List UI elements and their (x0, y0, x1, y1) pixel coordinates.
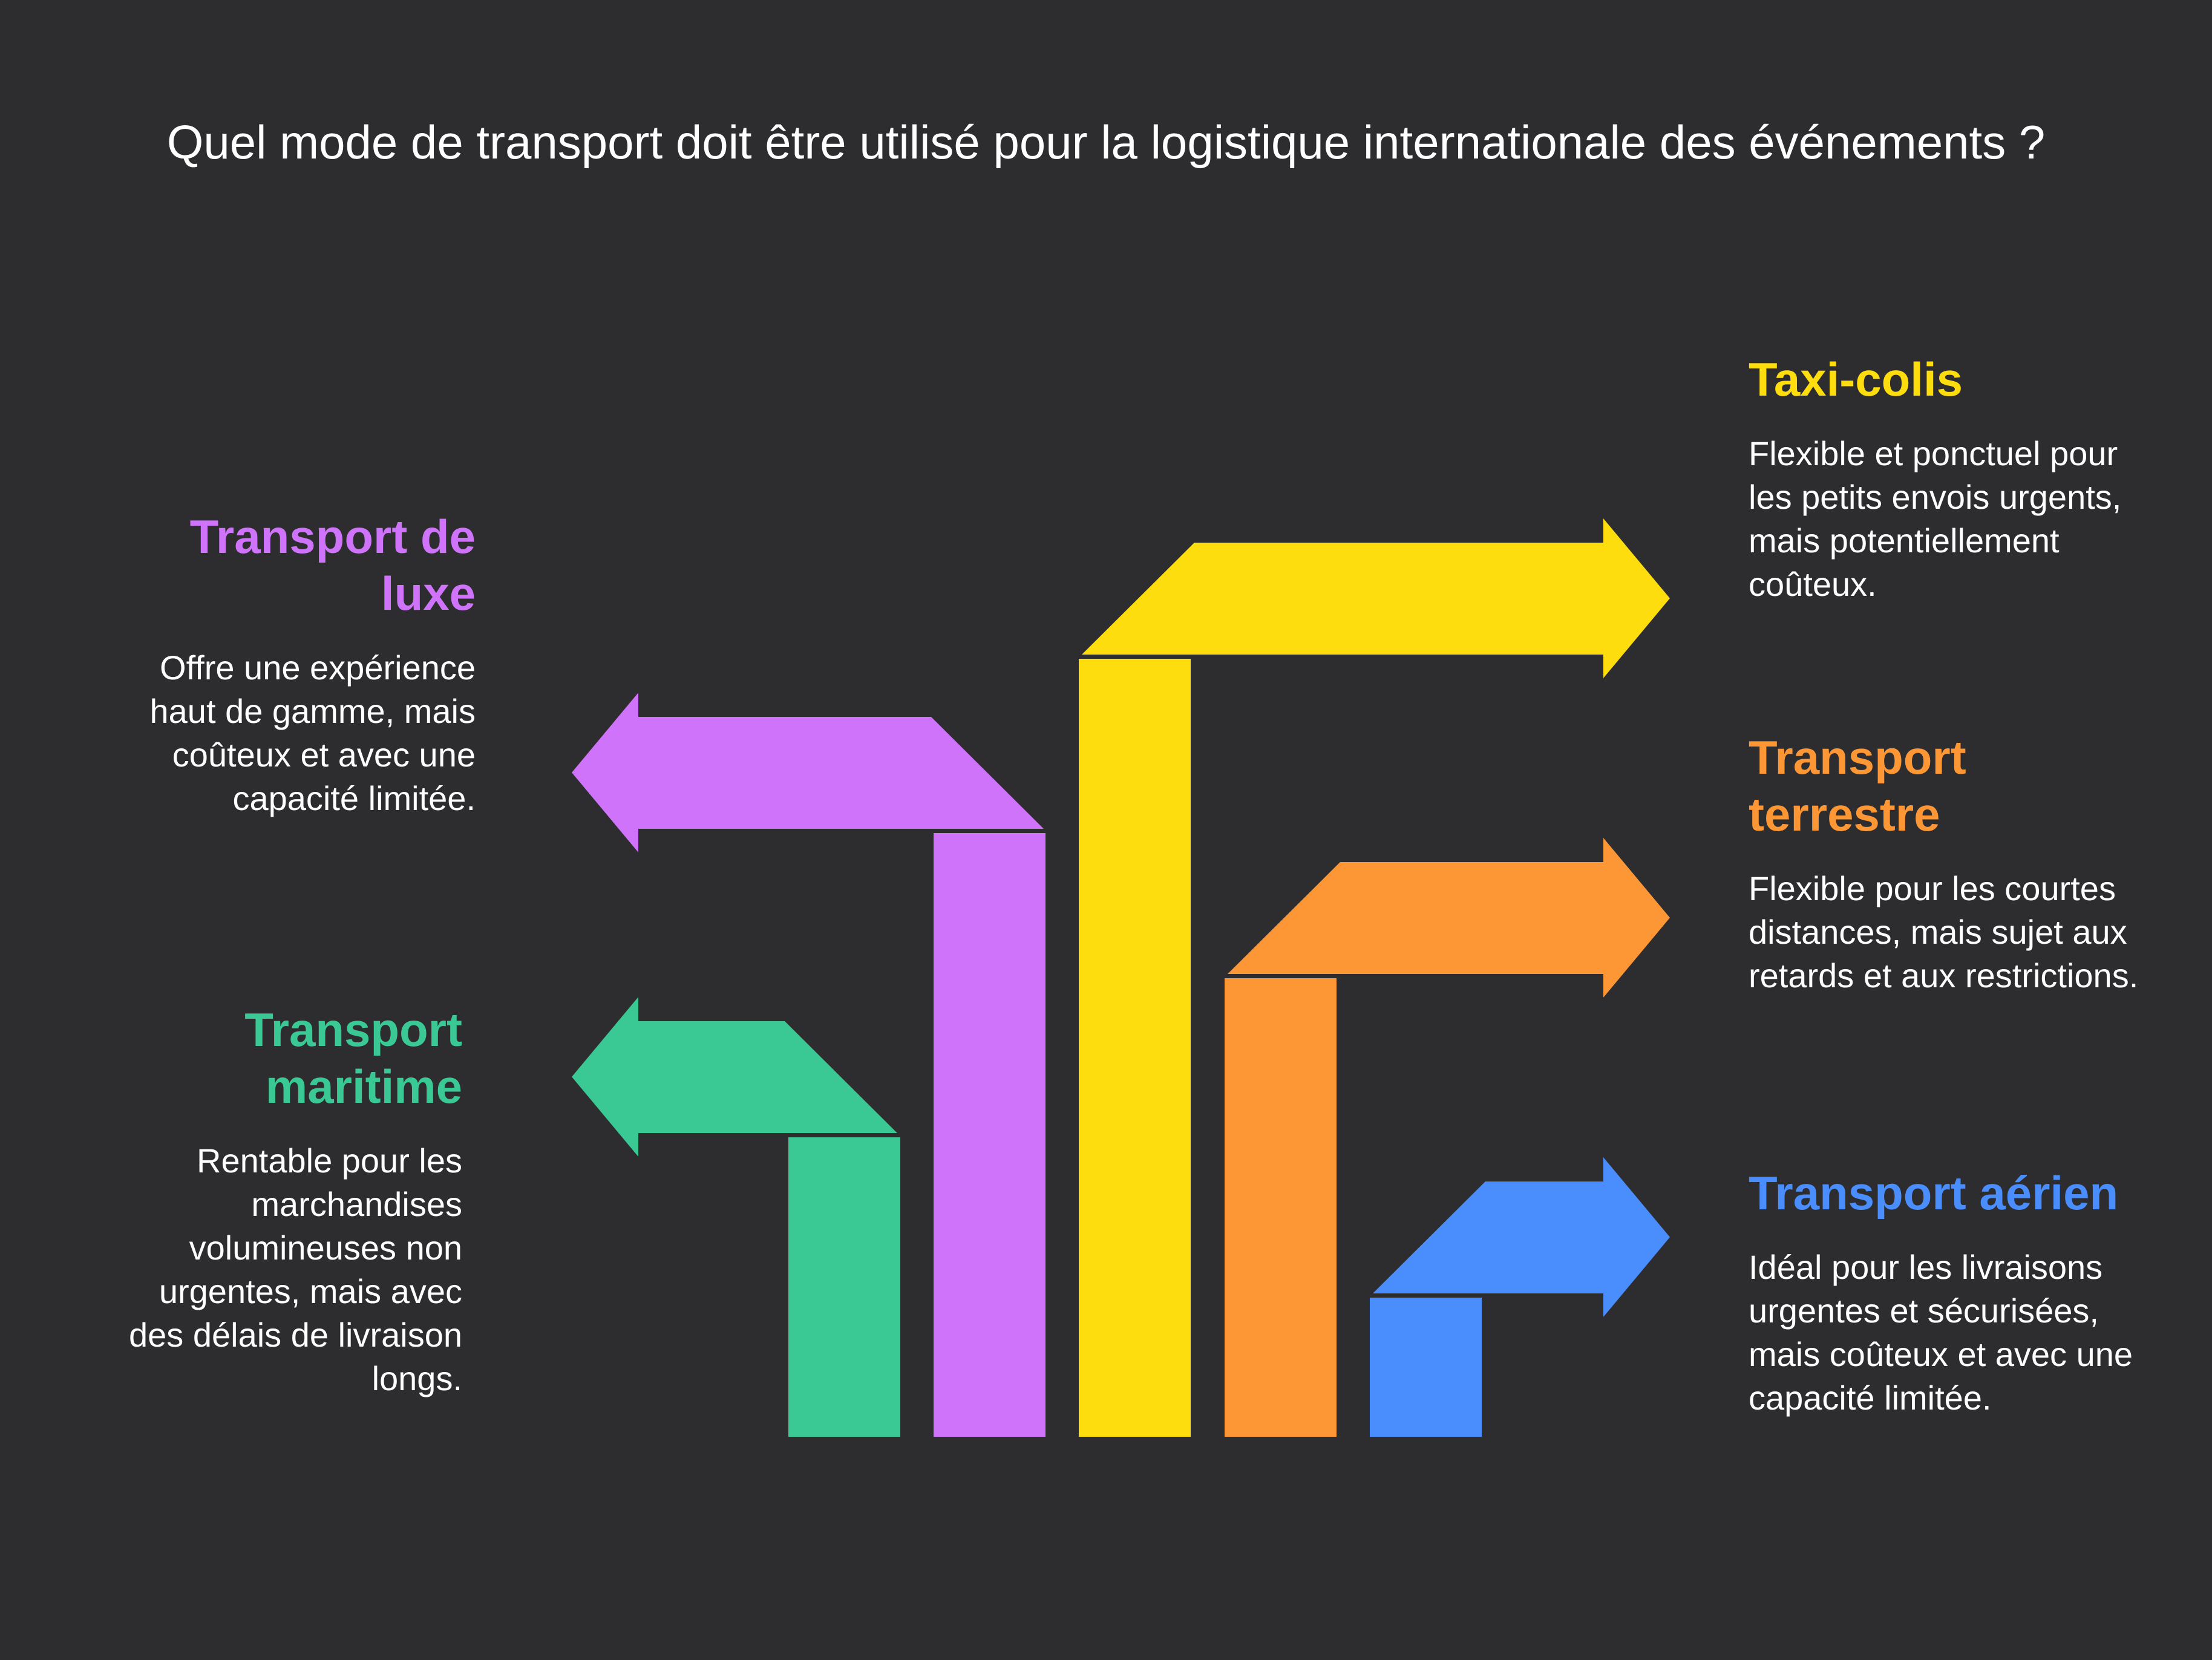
option-terrestre: Transport terrestre Flexible pour les co… (1749, 729, 2160, 998)
option-title-maritime: Transport maritime (244, 1003, 462, 1113)
arrow-head-maritime (572, 997, 897, 1157)
column-luxe (934, 833, 1045, 1437)
option-taxi: Taxi-colis Flexible et ponctuel pour les… (1749, 351, 2160, 606)
option-description-taxi: Flexible et ponctuel pour les petits env… (1749, 434, 2122, 603)
option-description-luxe: Offre une expérience haut de gamme, mais… (149, 649, 476, 817)
column-terrestre (1225, 978, 1337, 1437)
diagram-title: Quel mode de transport doit être utilisé… (166, 116, 2046, 169)
column-maritime (788, 1137, 900, 1437)
option-luxe: Transport de luxe Offre une expérience h… (121, 508, 476, 820)
arrow-aerien (1370, 1157, 1670, 1437)
arrow-head-terrestre (1228, 838, 1670, 998)
arrow-head-aerien (1373, 1157, 1670, 1317)
option-description-aerien: Idéal pour les livraisons urgentes et sé… (1749, 1248, 2133, 1417)
option-description-terrestre: Flexible pour les courtes distances, mai… (1749, 869, 2139, 995)
option-maritime: Transport maritime Rentable pour les mar… (121, 1001, 462, 1400)
arrow-luxe (572, 693, 1045, 1437)
option-title-taxi: Taxi-colis (1749, 353, 1963, 406)
arrow-terrestre (1225, 838, 1670, 1437)
option-aerien: Transport aérien Idéal pour les livraiso… (1749, 1165, 2160, 1420)
column-aerien (1370, 1298, 1482, 1437)
option-title-terrestre: Transport terrestre (1749, 731, 1966, 841)
column-taxi (1079, 659, 1191, 1437)
arrow-taxi (1079, 518, 1670, 1437)
arrow-head-luxe (572, 693, 1044, 852)
arrow-maritime (572, 997, 900, 1437)
option-description-maritime: Rentable pour les marchandises volumineu… (129, 1142, 462, 1397)
option-title-luxe: Transport de luxe (189, 510, 476, 620)
option-title-aerien: Transport aérien (1749, 1166, 2119, 1220)
arrow-head-taxi (1082, 518, 1670, 678)
